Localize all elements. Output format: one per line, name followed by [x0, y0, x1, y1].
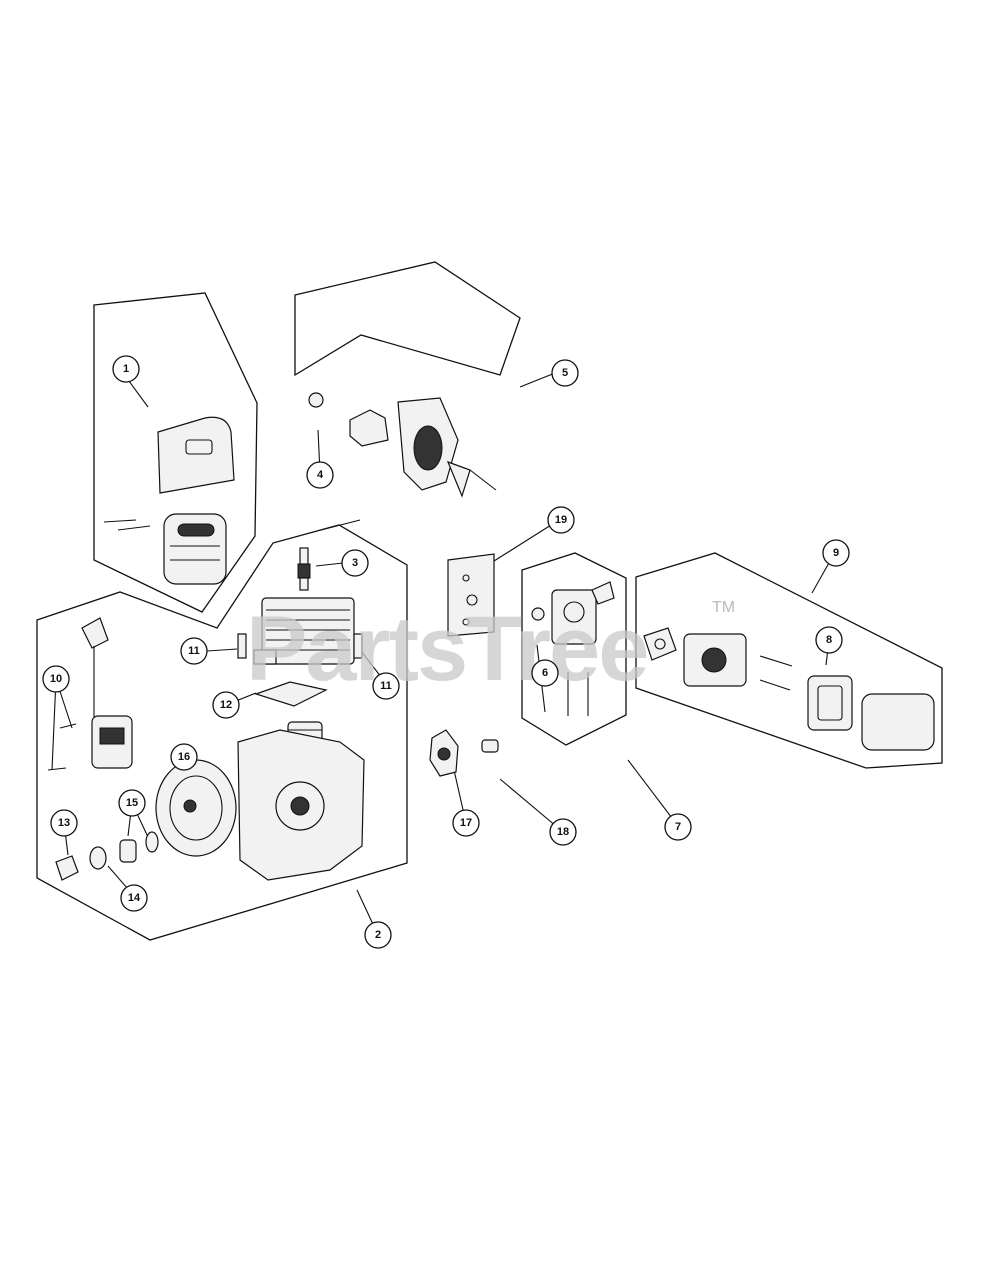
- throttle-bracket-part: [349, 397, 497, 498]
- panel-carburetor-group: [521, 552, 627, 746]
- air-filter-base-part: [683, 633, 747, 687]
- nut-part: [55, 855, 79, 881]
- spacer-part: [119, 831, 159, 863]
- callout-14[interactable]: 14: [120, 884, 148, 912]
- callout-label: 9: [833, 547, 839, 559]
- o-ring-part: [308, 392, 324, 408]
- callout-4[interactable]: 4: [306, 461, 334, 489]
- callout-label: 10: [50, 673, 62, 685]
- cylinder-gasket-part: [254, 681, 328, 707]
- callout-label: 11: [380, 680, 392, 692]
- callout-12[interactable]: 12: [212, 691, 240, 719]
- carburetor-part: [551, 581, 615, 645]
- callout-17[interactable]: 17: [452, 809, 480, 837]
- callout-label: 2: [375, 929, 381, 941]
- panel-air-filter-group: [635, 552, 943, 769]
- callout-8[interactable]: 8: [815, 626, 843, 654]
- muffler-heat-shield-part: [157, 416, 235, 494]
- callout-label: 19: [555, 514, 567, 526]
- cylinder-part: [253, 597, 355, 665]
- cylinder-bolts-part: [237, 633, 363, 659]
- washer-part: [89, 846, 107, 870]
- callout-5[interactable]: 5: [551, 359, 579, 387]
- spark-plug-part: [297, 547, 311, 591]
- callout-label: 3: [352, 557, 358, 569]
- ignition-screws-part: [47, 723, 77, 771]
- panel-throttle-group: [294, 261, 521, 377]
- air-filter-cover-part: [861, 693, 935, 751]
- air-filter-gasket-part: [643, 627, 677, 661]
- callout-1[interactable]: 1: [112, 355, 140, 383]
- callout-label: 6: [542, 667, 548, 679]
- callout-label: 5: [562, 367, 568, 379]
- callout-10[interactable]: 10: [42, 665, 70, 693]
- air-filter-screws-part: [759, 655, 793, 691]
- panel-engine-group: [36, 524, 408, 941]
- callout-13[interactable]: 13: [50, 809, 78, 837]
- callout-6[interactable]: 6: [531, 659, 559, 687]
- panel-muffler-group: [93, 292, 258, 613]
- carburetor-clip-part: [531, 607, 545, 621]
- muffler-bolts-part: [103, 519, 151, 531]
- watermark-trademark: TM: [712, 599, 735, 616]
- air-filter-element-inner: [817, 685, 843, 721]
- callout-9[interactable]: 9: [822, 539, 850, 567]
- primer-bulb-part: [429, 729, 459, 777]
- ignition-coil-part: [81, 617, 133, 769]
- callout-16[interactable]: 16: [170, 743, 198, 771]
- fitting-part: [481, 739, 499, 753]
- callout-11[interactable]: 11: [180, 637, 208, 665]
- watermark: PartsTree TM: [246, 598, 735, 700]
- callout-label: 7: [675, 821, 681, 833]
- callout-15[interactable]: 15: [118, 789, 146, 817]
- callout-label: 4: [317, 469, 324, 481]
- muffler-part: [163, 513, 227, 585]
- callout-3[interactable]: 3: [341, 549, 369, 577]
- callout-label: 12: [220, 699, 232, 711]
- callout-label: 18: [557, 826, 569, 838]
- callout-label: 17: [460, 817, 472, 829]
- callout-7[interactable]: 7: [664, 813, 692, 841]
- air-filter-element-part: [807, 675, 853, 731]
- watermark-text: PartsTree: [246, 598, 647, 700]
- callout-label: 16: [178, 751, 190, 763]
- callout-label: 1: [123, 363, 129, 375]
- callout-18[interactable]: 18: [549, 818, 577, 846]
- carburetor-screws-part: [567, 672, 589, 716]
- callout-label: 13: [58, 817, 70, 829]
- callout-label: 11: [188, 645, 200, 657]
- flywheel-part: [155, 759, 237, 857]
- insulator-gasket-part: [447, 553, 495, 637]
- callout-label: 8: [826, 634, 832, 646]
- callout-2[interactable]: 2: [364, 921, 392, 949]
- callout-19[interactable]: 19: [547, 506, 575, 534]
- callout-label: 15: [126, 797, 138, 809]
- callout-label: 14: [128, 892, 141, 904]
- crankcase-part: [237, 729, 365, 881]
- callout-11[interactable]: 11: [372, 672, 400, 700]
